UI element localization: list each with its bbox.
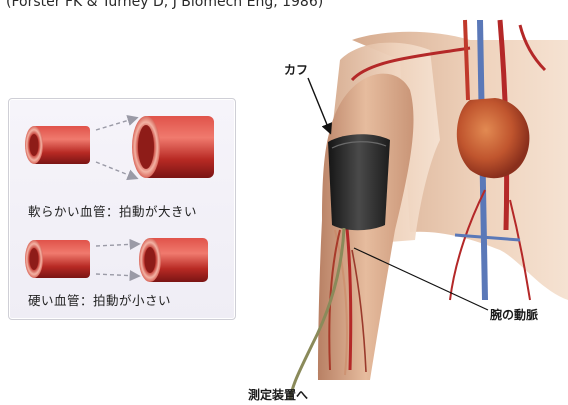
hard-arrow-top [96,244,138,246]
soft-arrow-top [96,118,136,130]
arm-artery-label: 腕の動脈 [490,306,538,323]
hard-arrow-bottom [96,274,138,276]
to-device-label: 測定装置へ [248,386,308,403]
soft-arrow-bottom [96,162,136,178]
cuff-label: カフ [284,61,308,78]
hard-vessel-large [139,238,208,282]
soft-vessel-large [132,116,214,178]
soft-vessel-small [25,126,90,164]
hard-vessel-small [25,240,90,278]
hard-vessel-caption: 硬い血管：拍動が小さい [28,290,171,309]
soft-vessel-caption: 軟らかい血管：拍動が大きい [28,201,197,220]
cuff [328,134,390,230]
cuff-pointer [308,78,330,132]
